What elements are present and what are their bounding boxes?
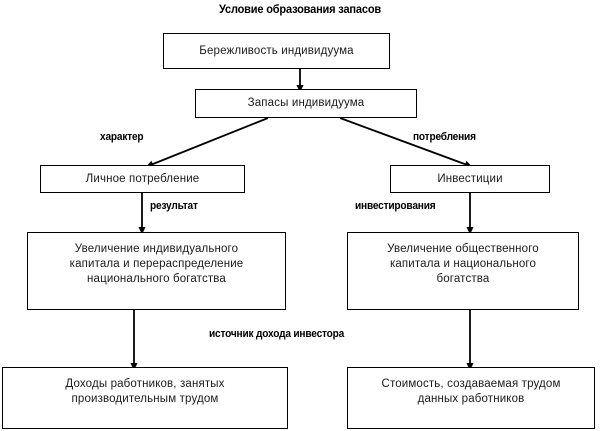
edge-label-result: результат: [150, 200, 198, 212]
edge-label-character: характер: [100, 131, 144, 143]
node-stock[interactable]: Запасы индивидуума: [195, 89, 417, 118]
node-labour-value[interactable]: Стоимость, создаваемая трудом данных раб…: [347, 367, 595, 429]
node-labour-value-label: Стоимость, создаваемая трудом данных раб…: [381, 378, 561, 405]
node-stock-label: Запасы индивидуума: [247, 97, 365, 109]
node-worker-income-label: Доходы работников, занятых производитель…: [65, 378, 225, 405]
node-public-capital[interactable]: Увеличение общественного капитала и наци…: [347, 232, 579, 310]
edge-label-investing: инвестирования: [355, 200, 436, 212]
node-investments-label: Инвестиции: [437, 172, 503, 185]
node-investments[interactable]: Инвестиции: [390, 165, 550, 193]
node-worker-income[interactable]: Доходы работников, занятых производитель…: [2, 367, 288, 429]
edge-label-consumption: потребления: [413, 131, 476, 143]
node-public-capital-label: Увеличение общественного капитала и наци…: [387, 243, 539, 285]
connector-stock-to-personal: [145, 117, 269, 168]
edge-label-income-source: источник дохода инвестора: [209, 328, 345, 340]
node-individual-capital-label: Увеличение индивидуального капитала и пе…: [69, 243, 244, 285]
node-personal-consumption[interactable]: Личное потребление: [40, 165, 245, 193]
node-individual-capital[interactable]: Увеличение индивидуального капитала и пе…: [27, 232, 286, 310]
node-thrift-label: Бережливость индивидуума: [199, 44, 354, 57]
node-thrift[interactable]: Бережливость индивидуума: [163, 33, 390, 69]
diagram-title: Условие образования запасов: [218, 2, 381, 16]
node-personal-consumption-label: Личное потребление: [85, 172, 200, 185]
